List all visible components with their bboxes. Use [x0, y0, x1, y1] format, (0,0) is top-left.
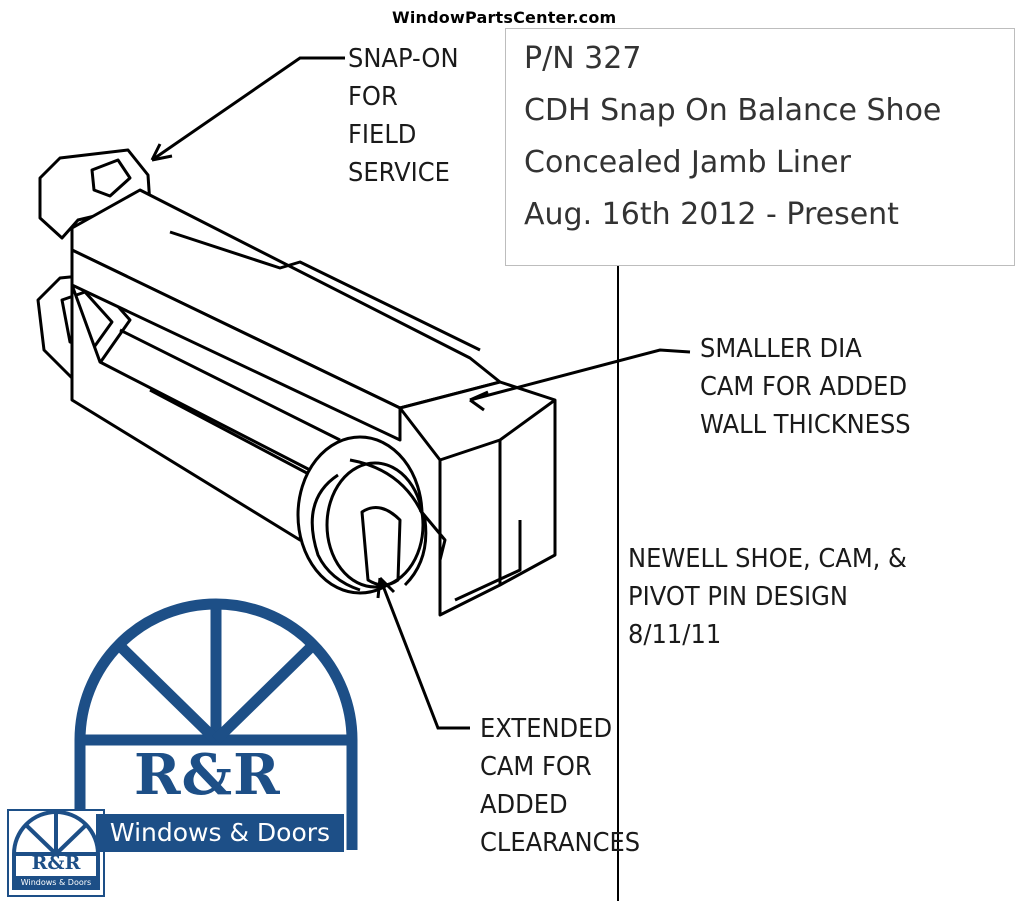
- callout-line: FIELD: [348, 120, 417, 150]
- callout-line: NEWELL SHOE, CAM, &: [628, 544, 907, 574]
- callout-line: CAM FOR: [480, 752, 592, 782]
- logo-large-subtitle: Windows & Doors: [96, 814, 344, 852]
- callout-line: WALL THICKNESS: [700, 410, 911, 440]
- callout-extended-cam: EXTENDED CAM FOR ADDED CLEARANCES: [480, 710, 640, 862]
- arrow-extended: [378, 577, 470, 730]
- callout-line: FOR: [348, 82, 398, 112]
- logo-small-subtitle: Windows & Doors: [12, 876, 100, 890]
- callout-snap-on: SNAP-ON FOR FIELD SERVICE: [348, 40, 459, 192]
- logo-small-title: R&R: [31, 852, 81, 874]
- part-info-box: P/N 327 CDH Snap On Balance Shoe Conceal…: [505, 28, 1015, 266]
- callout-line: PIVOT PIN DESIGN: [628, 582, 849, 612]
- callout-line: CAM FOR ADDED: [700, 372, 908, 402]
- date-range: Aug. 16th 2012 - Present: [524, 197, 899, 232]
- leader-arrows: [150, 56, 691, 730]
- logo-large-title: R&R: [134, 742, 281, 808]
- logo-large-arch: [74, 598, 358, 850]
- callout-line: ADDED: [480, 790, 568, 820]
- part-name: CDH Snap On Balance Shoe: [524, 93, 942, 128]
- callout-line: 8/11/11: [628, 620, 722, 650]
- callout-line: CLEARANCES: [480, 828, 641, 858]
- callout-line: EXTENDED: [480, 714, 613, 744]
- part-number: P/N 327: [524, 41, 642, 76]
- callout-line: SMALLER DIA: [700, 334, 862, 364]
- watermark-text: WindowPartsCenter.com: [392, 8, 617, 27]
- arrow-smaller-dia: [469, 348, 691, 402]
- callout-smaller-dia: SMALLER DIA CAM FOR ADDED WALL THICKNESS: [700, 330, 911, 444]
- callout-line: SERVICE: [348, 158, 450, 188]
- callout-line: SNAP-ON: [348, 44, 459, 74]
- arrow-snap-on: [151, 56, 345, 162]
- part-type: Concealed Jamb Liner: [524, 145, 851, 180]
- balance-shoe-part: [36, 148, 557, 617]
- callout-newell-design: NEWELL SHOE, CAM, & PIVOT PIN DESIGN 8/1…: [628, 540, 907, 654]
